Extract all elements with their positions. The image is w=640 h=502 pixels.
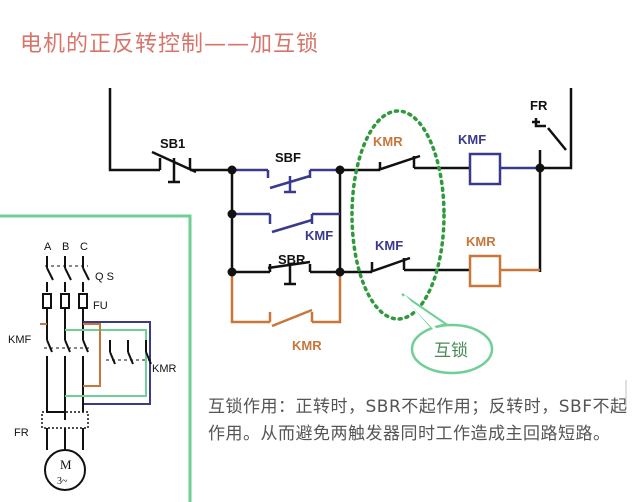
page-title: 电机的正反转控制——加互锁 <box>20 32 320 57</box>
sb1-label: SB1 <box>160 136 185 151</box>
kmf-nc-label: KMF <box>375 238 403 253</box>
fr-contact <box>532 118 573 170</box>
qs-label: Q S <box>95 271 114 283</box>
kmr-nc-label: KMR <box>373 134 403 149</box>
junction-dots <box>227 163 545 277</box>
kmf-main-label: KMF <box>8 334 32 346</box>
sb1-switch <box>151 150 197 184</box>
interlock-note: 互锁作用：正转时，SBR不起作用；反转时，SBF不起作用。从而避免两触发器同时工… <box>208 397 628 444</box>
motor-label: M <box>60 457 72 472</box>
kmr-coil <box>468 254 540 288</box>
kmf-coil-label: KMF <box>458 132 486 147</box>
main-wires <box>108 88 573 272</box>
fr-label: FR <box>530 98 548 113</box>
kmf-aux-label: KMF <box>305 228 333 243</box>
fr-main-label: FR <box>14 427 29 439</box>
sbf-switch <box>232 168 340 194</box>
sbr-switch <box>232 260 340 286</box>
motor-sub-label: 3~ <box>57 476 68 487</box>
interlock-highlight <box>350 109 446 321</box>
sbf-label: SBF <box>275 150 301 165</box>
kmr-aux-contact <box>230 272 342 328</box>
kmr-main-label: KMR <box>152 363 177 375</box>
sbr-label: SBR <box>278 252 306 267</box>
phase-c-label: C <box>80 241 88 253</box>
kmr-aux-label: KMR <box>292 338 322 353</box>
fu-label: FU <box>93 300 108 312</box>
motor-symbol <box>44 449 86 491</box>
kmr-coil-label: KMR <box>466 234 496 249</box>
kmf-aux-contact <box>232 212 340 234</box>
kmf-coil <box>468 152 540 186</box>
main-circuit-inset: A B C Q S FU KMF <box>0 214 192 502</box>
kmr-nc-contact <box>340 154 470 172</box>
callout-text: 互锁 <box>434 341 468 361</box>
interlock-callout <box>401 293 494 375</box>
phase-b-label: B <box>62 241 69 253</box>
phase-a-label: A <box>44 241 52 253</box>
